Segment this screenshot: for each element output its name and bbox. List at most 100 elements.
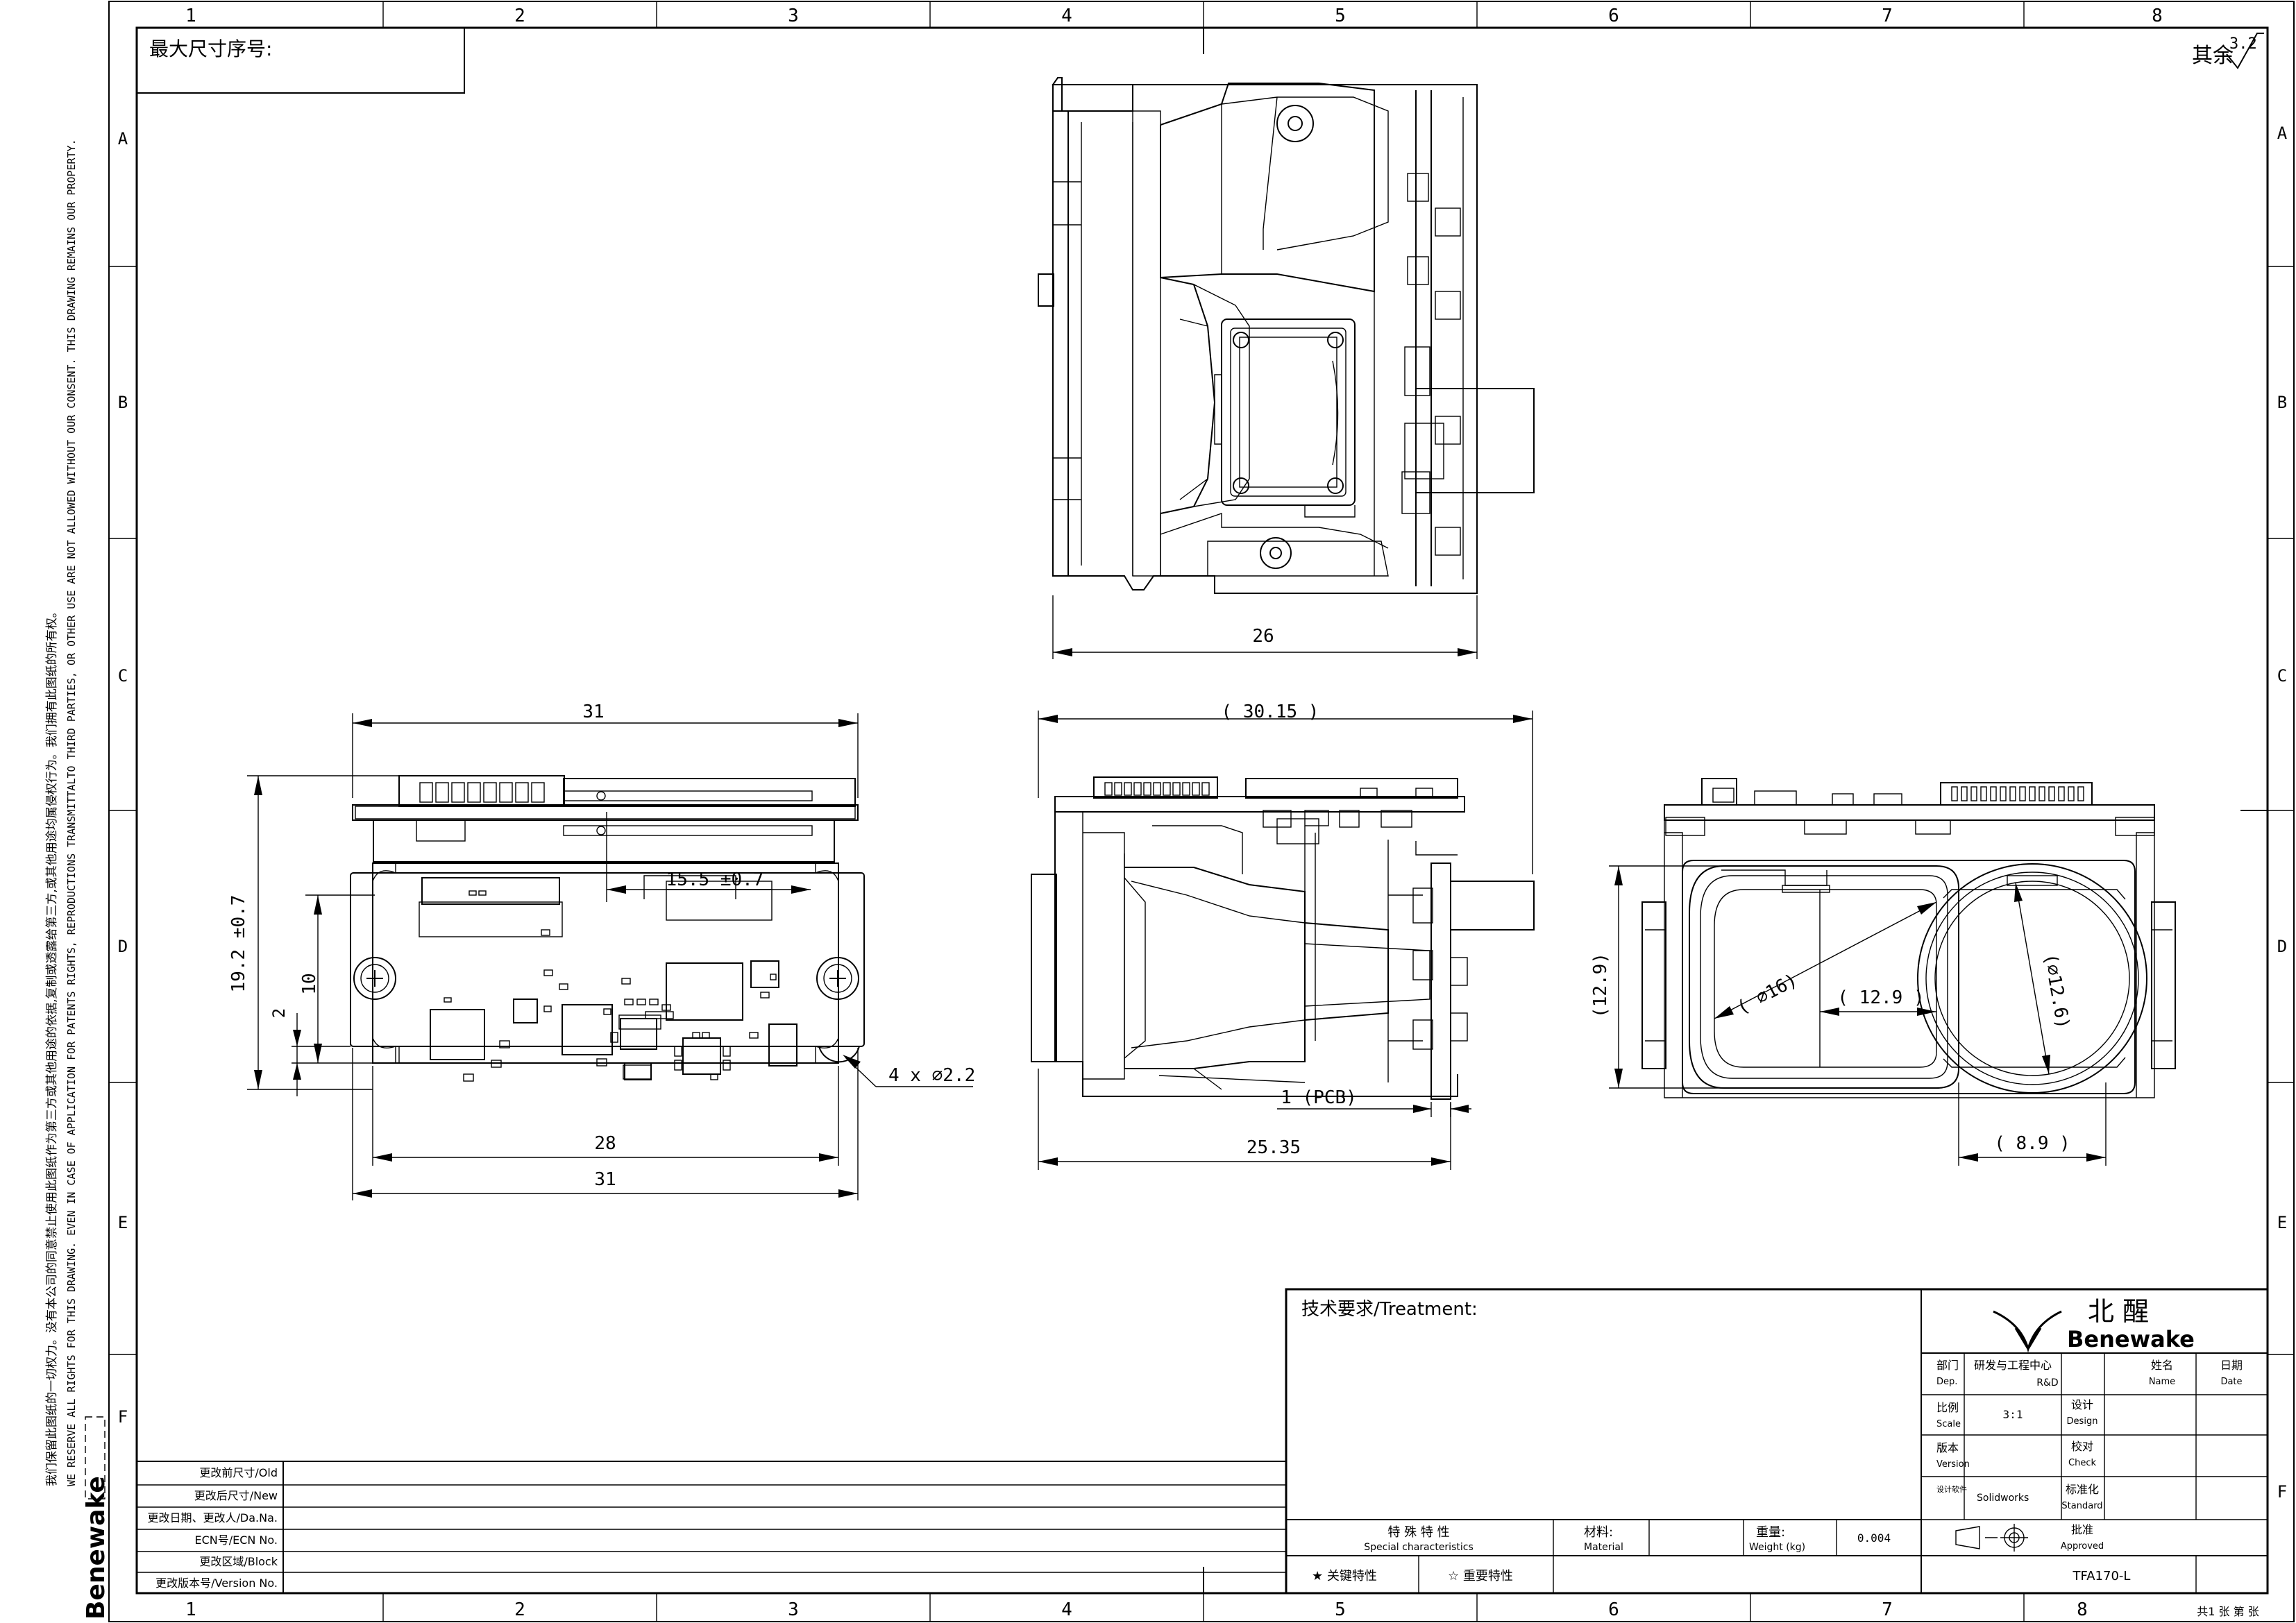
side-notice: 我们保留此图纸的一切权力。没有本公司的同意禁止使用此图纸作为第三方或其他用途的依… xyxy=(44,139,110,1620)
col-label-bottom-4: 4 xyxy=(1061,1599,1072,1620)
key-characteristic: ★ 关键特性 xyxy=(1312,1569,1377,1583)
row-label-left-f: F xyxy=(118,1407,128,1427)
dim-4x-hole: 4 x ⌀2.2 xyxy=(888,1065,975,1086)
scale-label-en: Scale xyxy=(1936,1419,1961,1429)
design-label-en: Design xyxy=(2067,1416,2098,1427)
important-characteristic: ☆ 重要特性 xyxy=(1448,1569,1513,1583)
revision-row-old: 更改前尺寸/Old xyxy=(199,1466,278,1479)
dim-19-2: 19.2 ±0.7 xyxy=(228,895,249,993)
dim-2: 2 xyxy=(269,1008,289,1018)
max-size-box: 最大尺寸序号: xyxy=(136,27,465,94)
top-view-dim-26: 26 xyxy=(1052,595,1478,659)
projection-symbol xyxy=(1955,1524,2028,1552)
front-view xyxy=(350,775,865,1082)
dept-label-en: Dep. xyxy=(1936,1377,1957,1387)
weight-label: 重量: xyxy=(1756,1525,1785,1540)
dim-31-bottom: 31 xyxy=(594,1169,616,1190)
col-label-bottom-8: 8 xyxy=(2077,1599,2088,1620)
col-label-bottom-5: 5 xyxy=(1335,1599,1346,1620)
revision-table: 更改前尺寸/Old 更改后尺寸/New 更改日期、更改人/Da.Na. ECN号… xyxy=(136,1461,1287,1594)
name-label-en: Name xyxy=(2149,1377,2175,1387)
row-labels: A B C D E F A B C D E F xyxy=(118,124,2288,1502)
dept-value: 研发与工程中心 xyxy=(1974,1359,2052,1372)
revision-row-version: 更改版本号/Version No. xyxy=(155,1577,278,1590)
version-label: 版本 xyxy=(1936,1441,1959,1454)
row-label-left-b: B xyxy=(118,393,128,412)
dim-12-9-mid: ( 12.9 ) xyxy=(1837,987,1924,1008)
col-label-bottom-6: 6 xyxy=(1608,1599,1619,1620)
col-label-top-6: 6 xyxy=(1608,6,1619,26)
revision-row-date: 更改日期、更改人/Da.Na. xyxy=(148,1511,278,1524)
col-label-top-7: 7 xyxy=(1882,6,1893,26)
row-label-left-a: A xyxy=(118,129,128,148)
sheet-count: 共1 张 第 张 xyxy=(2197,1605,2259,1618)
side-notice-en: WE RESERVE ALL RIGHTS FOR THIS DRAWING. … xyxy=(65,139,78,1486)
col-label-top-2: 2 xyxy=(514,6,525,26)
col-label-bottom-7: 7 xyxy=(1882,1599,1893,1620)
row-label-left-e: E xyxy=(118,1213,128,1232)
row-label-left-d: D xyxy=(118,937,128,956)
dim-dia-16: ( ⌀16) xyxy=(1734,970,1801,1019)
date-label: 日期 xyxy=(2220,1359,2243,1372)
check-label: 校对 xyxy=(2071,1440,2093,1453)
dim-28: 28 xyxy=(594,1133,616,1154)
software-label: 设计软件 xyxy=(1936,1484,1967,1494)
date-label-en: Date xyxy=(2220,1377,2242,1387)
revision-row-ecn: ECN号/ECN No. xyxy=(194,1533,278,1547)
approved-label: 批准 xyxy=(2071,1523,2093,1536)
weight-value: 0.004 xyxy=(1857,1531,1891,1545)
brand-cn: 北 醒 xyxy=(2088,1296,2149,1327)
max-size-label: 最大尺寸序号: xyxy=(149,37,272,60)
design-label: 设计 xyxy=(2071,1398,2093,1411)
dim-pcb: 1 (PCB) xyxy=(1281,1087,1357,1108)
dim-26: 26 xyxy=(1252,626,1274,647)
col-label-top-1: 1 xyxy=(185,6,196,26)
version-label-en: Version xyxy=(1936,1459,1970,1470)
column-labels: 1 2 3 4 5 6 7 8 1 2 3 4 5 6 7 8 xyxy=(185,6,2163,1620)
col-label-bottom-1: 1 xyxy=(185,1599,196,1620)
title-block: 技术要求/Treatment: 特 殊 特 性 Special characte… xyxy=(1285,1288,2269,1618)
dim-12-9-left: (12.9) xyxy=(1590,953,1611,1018)
row-label-right-d: D xyxy=(2277,937,2287,956)
name-label: 姓名 xyxy=(2151,1359,2173,1372)
scale-value: 3:1 xyxy=(2003,1408,2023,1421)
standard-label: 标准化 xyxy=(2066,1483,2099,1496)
row-label-right-a: A xyxy=(2277,124,2288,143)
scale-label: 比例 xyxy=(1936,1401,1959,1414)
dim-31-top: 31 xyxy=(582,702,604,722)
side-notice-cn: 我们保留此图纸的一切权力。没有本公司的同意禁止使用此图纸作为第三方或其他用途的依… xyxy=(44,606,59,1486)
surface-finish-symbol: 其余 3.2 xyxy=(2192,33,2264,69)
col-label-top-3: 3 xyxy=(788,6,799,26)
dim-10: 10 xyxy=(299,973,320,994)
side-view xyxy=(1031,776,1535,1100)
row-label-right-f: F xyxy=(2277,1482,2287,1502)
col-label-bottom-3: 3 xyxy=(788,1599,799,1620)
dim-15-5: 15.5 ±0.7 xyxy=(666,869,764,890)
revision-row-block: 更改区域/Block xyxy=(199,1555,278,1568)
surface-finish-value: 3.2 xyxy=(2229,35,2257,53)
material-label-en: Material xyxy=(1584,1542,1623,1553)
dept-value-en: R&D xyxy=(2036,1377,2058,1388)
dim-dia-12-6: (⌀12.6) xyxy=(2040,952,2074,1030)
front-view-dimensions: 31 19.2 ±0.7 10 2 15.5 ±0.7 4 x ⌀2.2 xyxy=(228,702,975,1200)
col-label-top-4: 4 xyxy=(1061,6,1072,26)
row-label-right-e: E xyxy=(2277,1213,2287,1232)
weight-label-en: Weight (kg) xyxy=(1749,1542,1805,1553)
row-label-right-b: B xyxy=(2277,393,2287,412)
drawing-number: TFA170-L xyxy=(2073,1569,2131,1583)
dim-8-9: ( 8.9 ) xyxy=(1994,1133,2070,1154)
col-label-top-8: 8 xyxy=(2152,6,2163,26)
dim-30-15: ( 30.15 ) xyxy=(1222,702,1319,722)
approved-label-en: Approved xyxy=(2061,1541,2104,1552)
row-label-right-c: C xyxy=(2277,666,2287,686)
col-label-bottom-2: 2 xyxy=(514,1599,525,1620)
standard-label-en: Standard xyxy=(2061,1501,2102,1511)
treatment-label: 技术要求/Treatment: xyxy=(1301,1299,1478,1320)
check-label-en: Check xyxy=(2068,1458,2096,1468)
special-char-label: 特 殊 特 性 xyxy=(1387,1525,1449,1540)
special-char-label-en: Special characteristics xyxy=(1364,1542,1474,1553)
brand-en: Benewake xyxy=(2067,1326,2195,1352)
rear-view-dimensions: ( ⌀16) ( 12.9 ) (⌀12.6) (12.9) ( 8.9 ) xyxy=(1590,865,2107,1166)
revision-row-new: 更改后尺寸/New xyxy=(194,1489,278,1502)
